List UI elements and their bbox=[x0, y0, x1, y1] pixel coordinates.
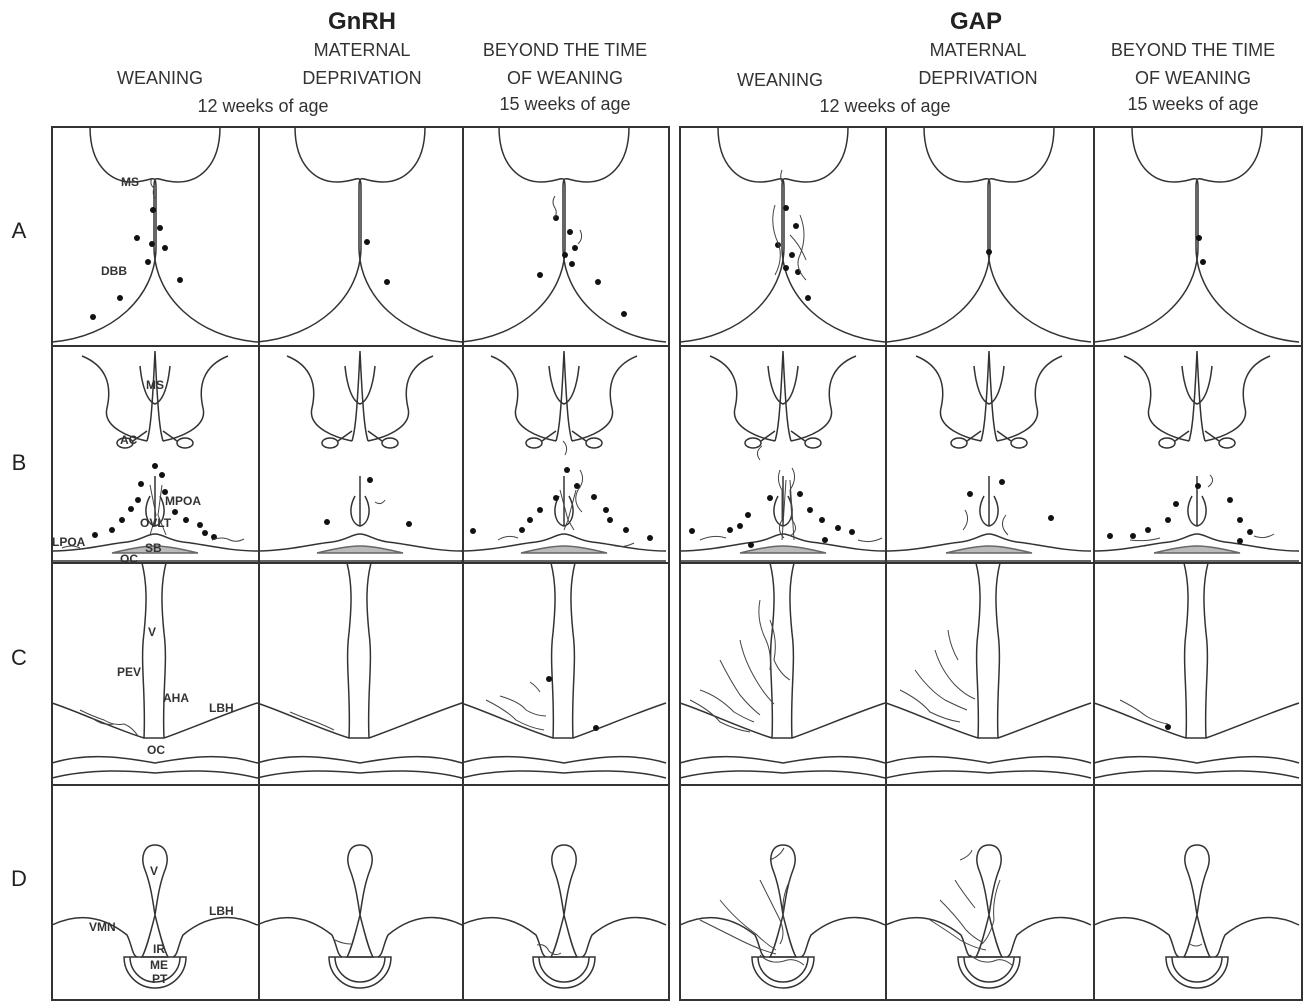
neuron-dots-row-a bbox=[90, 205, 1206, 320]
fibers-row-d bbox=[335, 848, 1202, 965]
panel-frames bbox=[52, 127, 1302, 1000]
label-ms-b: MS bbox=[146, 378, 164, 392]
neuron-dots-row-b bbox=[92, 463, 1253, 548]
label-me: ME bbox=[150, 958, 168, 972]
label-ir: IR bbox=[153, 942, 165, 956]
label-ms-a: MS bbox=[121, 175, 139, 189]
label-lbh-d: LBH bbox=[209, 904, 234, 918]
row-c-sections bbox=[52, 563, 1299, 778]
label-ovlt: OVLT bbox=[140, 516, 172, 530]
neuron-dots-row-c bbox=[546, 676, 1171, 731]
row-b-sections bbox=[52, 351, 1299, 561]
label-lpoa: LPOA bbox=[52, 535, 86, 549]
fibers-row-c bbox=[80, 600, 1168, 736]
label-v-c: V bbox=[148, 625, 156, 639]
label-aha: AHA bbox=[163, 691, 189, 705]
label-mpoa: MPOA bbox=[165, 494, 201, 508]
label-pev: PEV bbox=[117, 665, 141, 679]
label-oc-b: OC bbox=[120, 552, 138, 566]
label-ac: AC bbox=[120, 433, 138, 447]
row-d-sections bbox=[52, 845, 1299, 988]
label-pt: PT bbox=[152, 972, 168, 986]
row-a-sections bbox=[52, 127, 1299, 342]
label-oc-c: OC bbox=[147, 743, 165, 757]
label-v-d: V bbox=[150, 864, 158, 878]
label-sb: SB bbox=[145, 541, 162, 555]
fibers-row-a bbox=[151, 170, 806, 280]
label-lbh-c: LBH bbox=[209, 701, 234, 715]
label-vmn: VMN bbox=[89, 920, 116, 934]
label-dbb: DBB bbox=[101, 264, 127, 278]
